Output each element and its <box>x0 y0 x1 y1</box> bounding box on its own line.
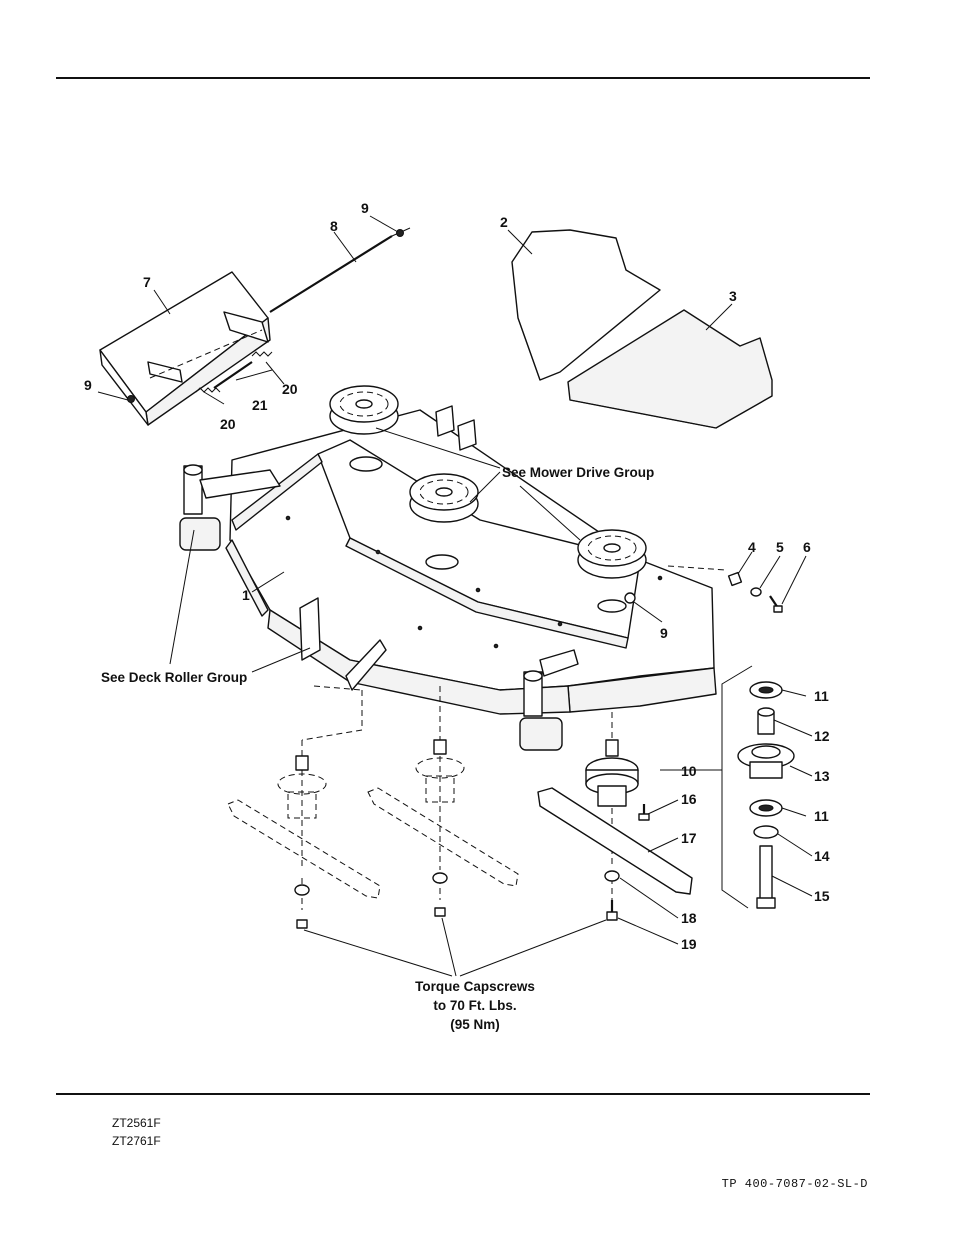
callout-1: 1 <box>242 587 250 603</box>
callout-17: 17 <box>681 830 697 846</box>
deck-roller-right <box>519 649 579 751</box>
part-9-nut-top <box>396 229 404 237</box>
blade-center <box>367 787 519 887</box>
part-11-bearing-bottom <box>749 799 783 817</box>
model-number-1: ZT2561F <box>112 1116 161 1130</box>
part-9-nut-deck <box>624 592 636 604</box>
part-6-bolt <box>769 595 783 613</box>
callout-5: 5 <box>776 539 784 555</box>
note-mower-drive: See Mower Drive Group <box>502 465 654 480</box>
model-number-2: ZT2761F <box>112 1134 161 1148</box>
callout-14: 14 <box>814 848 830 864</box>
note-deck-roller: See Deck Roller Group <box>101 670 247 685</box>
part-1-mower-deck <box>225 405 717 715</box>
part-20-springs <box>195 351 273 393</box>
part-10-spindle-assembly <box>585 739 639 807</box>
part-12-spacer <box>757 707 775 735</box>
callout-10: 10 <box>681 763 697 779</box>
part-11-bearing-top <box>749 681 783 699</box>
callout-2: 2 <box>500 214 508 230</box>
callout-7: 7 <box>143 274 151 290</box>
part-5-washer <box>750 587 762 597</box>
callout-9-left: 9 <box>84 377 92 393</box>
callout-8: 8 <box>330 218 338 234</box>
deck-roller-left <box>179 464 281 551</box>
part-15-shaft <box>756 845 776 909</box>
callout-4: 4 <box>748 539 756 555</box>
document-code: TP 400-7087-02-SL-D <box>721 1177 868 1191</box>
part-2-belt-cover <box>511 229 661 381</box>
breakdown-bracket <box>721 665 753 909</box>
note-torque-line1: Torque Capscrews <box>415 979 535 994</box>
callout-3: 3 <box>729 288 737 304</box>
callout-16: 16 <box>681 791 697 807</box>
part-7-deflector-shield <box>99 271 271 426</box>
pulley-left <box>329 385 399 435</box>
part-9-nut-left <box>127 395 135 403</box>
note-torque-line3: (95 Nm) <box>450 1017 500 1032</box>
callout-11-bottom: 11 <box>814 808 829 824</box>
callout-11-top: 11 <box>814 688 829 704</box>
part-19-capscrew <box>606 900 618 921</box>
callout-9-top: 9 <box>361 200 369 216</box>
part-14-washer <box>753 825 779 839</box>
part-16-bolt <box>638 804 650 821</box>
part-3-belt-cover <box>567 309 773 429</box>
callout-19: 19 <box>681 936 697 952</box>
part-21-pin <box>213 361 253 389</box>
callout-18: 18 <box>681 910 697 926</box>
callout-20-left: 20 <box>220 416 236 432</box>
callout-9-deck: 9 <box>660 625 668 641</box>
header-rule <box>56 77 870 79</box>
callout-21: 21 <box>252 397 268 413</box>
part-13-housing <box>737 743 795 779</box>
pulley-right <box>577 529 647 579</box>
part-18-washer <box>604 870 620 882</box>
pulley-center <box>409 473 479 523</box>
callout-15: 15 <box>814 888 830 904</box>
callout-6: 6 <box>803 539 811 555</box>
callout-12: 12 <box>814 728 830 744</box>
part-4-nut <box>727 571 743 587</box>
callout-13: 13 <box>814 768 830 784</box>
callout-20-right: 20 <box>282 381 298 397</box>
blade-left <box>227 799 381 899</box>
note-torque-line2: to 70 Ft. Lbs. <box>433 998 516 1013</box>
footer-rule <box>56 1093 870 1095</box>
spindle-center <box>415 739 465 803</box>
spindle-left <box>277 755 327 819</box>
